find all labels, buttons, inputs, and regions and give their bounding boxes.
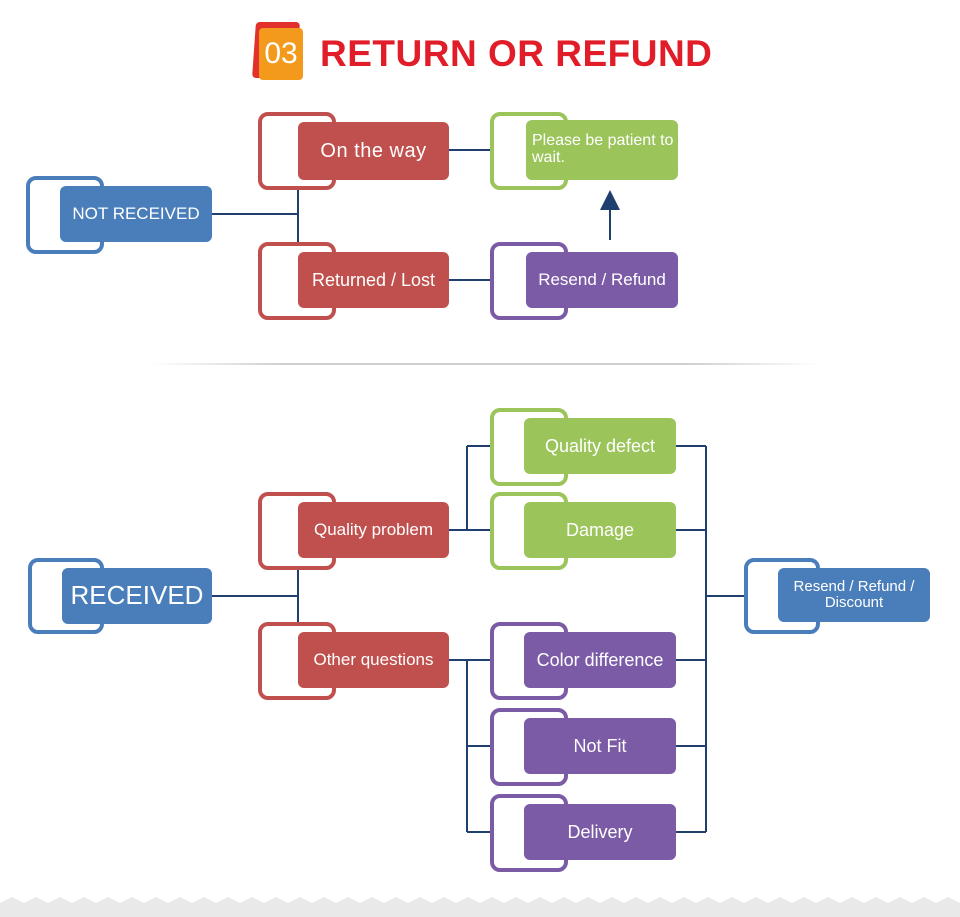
node-damage: Damage: [490, 492, 676, 570]
node-received: RECEIVED: [28, 558, 212, 634]
node-on-the-way: On the way: [258, 112, 449, 190]
node-quality-problem: Quality problem: [258, 492, 449, 570]
node-delivery: Delivery: [490, 794, 676, 872]
node-color-difference: Color difference: [490, 622, 676, 700]
node-returned-lost: Returned / Lost: [258, 242, 449, 320]
node-quality-defect: Quality defect: [490, 408, 676, 486]
badge-number: 03: [259, 28, 303, 80]
node-resend-refund-discount: Resend / Refund / Discount: [744, 558, 930, 634]
node-be-patient: Please be patient to wait.: [490, 112, 678, 190]
node-resend-refund: Resend / Refund: [490, 242, 678, 320]
node-not-received: NOT RECEIVED: [26, 176, 212, 254]
section-divider: [150, 363, 820, 365]
page-title: RETURN OR REFUND: [320, 33, 713, 74]
bottom-zigzag-border: [0, 897, 960, 917]
section-number-badge: 03: [252, 22, 304, 80]
node-not-fit: Not Fit: [490, 708, 676, 786]
node-other-questions: Other questions: [258, 622, 449, 700]
